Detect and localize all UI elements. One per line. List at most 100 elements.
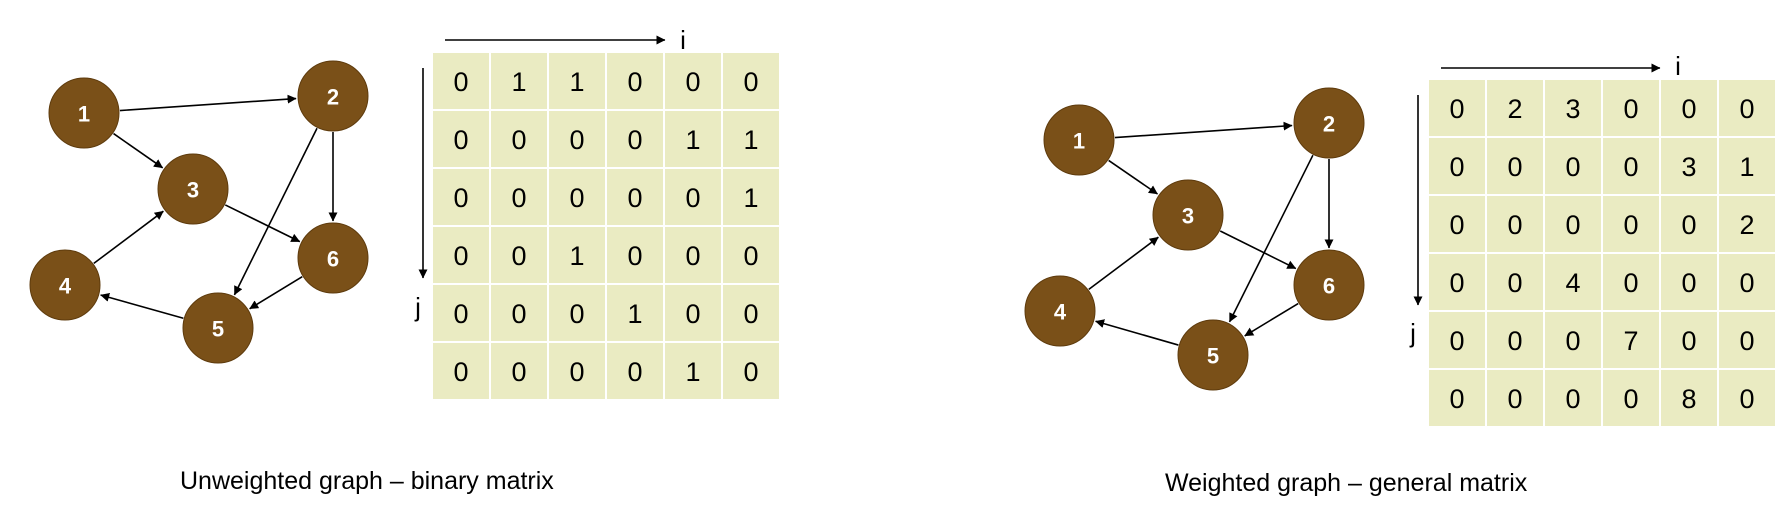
cell-background <box>1485 78 1545 138</box>
cell-value: 1 <box>685 125 700 155</box>
weighted-graph-edges <box>1088 121 1334 346</box>
cell-value: 0 <box>511 299 526 329</box>
cell-background <box>431 341 491 401</box>
weighted-matrix-cell: 0 <box>1601 136 1661 196</box>
cell-value: 0 <box>1739 268 1754 298</box>
cell-value: 0 <box>1623 152 1638 182</box>
unweighted-node-6: 6 <box>297 222 369 294</box>
weighted-matrix-cell: 2 <box>1717 194 1777 254</box>
node-circle <box>1152 179 1224 251</box>
cell-value: 0 <box>743 357 758 387</box>
unweighted-edge-1-to-2 <box>119 94 297 112</box>
unweighted-i-axis-label: i <box>680 25 686 55</box>
cell-background <box>1659 252 1719 312</box>
unweighted-matrix-cell: 1 <box>721 109 781 169</box>
cell-value: 0 <box>1507 384 1522 414</box>
cell-background <box>1543 136 1603 196</box>
weighted-matrix-cell: 0 <box>1717 78 1777 138</box>
cell-value: 0 <box>1681 210 1696 240</box>
weighted-matrix-cell: 0 <box>1427 136 1487 196</box>
node-circle <box>29 249 101 321</box>
unweighted-matrix-cell: 0 <box>605 341 665 401</box>
node-circle <box>1293 87 1365 159</box>
unweighted-edge-6-to-5 <box>249 276 303 310</box>
cell-background <box>1717 136 1777 196</box>
cell-background <box>431 167 491 227</box>
node-circle <box>297 60 369 132</box>
cell-background <box>721 225 781 285</box>
weighted-matrix-cell: 0 <box>1601 78 1661 138</box>
weighted-matrix-cell: 0 <box>1427 194 1487 254</box>
weighted-matrix-cell: 0 <box>1427 252 1487 312</box>
node-label: 2 <box>327 85 339 110</box>
cell-value: 0 <box>1623 210 1638 240</box>
node-circle <box>1293 249 1365 321</box>
cell-background <box>721 51 781 111</box>
unweighted-matrix-cell: 0 <box>431 283 491 343</box>
unweighted-matrix-cell: 0 <box>721 225 781 285</box>
cell-value: 0 <box>1507 268 1522 298</box>
unweighted-matrix-cell: 1 <box>663 109 723 169</box>
unweighted-matrix-cell: 0 <box>547 109 607 169</box>
weighted-matrix-cell: 0 <box>1485 368 1545 428</box>
weighted-node-5: 5 <box>1177 319 1249 391</box>
weighted-matrix-cell: 0 <box>1427 78 1487 138</box>
cell-value: 1 <box>569 67 584 97</box>
cell-value: 8 <box>1681 384 1696 414</box>
cell-value: 0 <box>1623 384 1638 414</box>
cell-value: 1 <box>627 299 642 329</box>
unweighted-matrix-cell: 0 <box>721 283 781 343</box>
unweighted-matrix-cell: 0 <box>721 341 781 401</box>
unweighted-matrix-cell: 0 <box>605 225 665 285</box>
unweighted-matrix-cell: 0 <box>431 51 491 111</box>
unweighted-edge-1-to-3 <box>113 132 164 169</box>
node-circle <box>182 292 254 364</box>
cell-background <box>721 341 781 401</box>
cell-value: 0 <box>743 67 758 97</box>
node-circle <box>1177 319 1249 391</box>
weighted-edge-3-to-6 <box>1219 230 1297 270</box>
weighted-matrix-cell: 0 <box>1659 310 1719 370</box>
unweighted-matrix-cell: 0 <box>489 341 549 401</box>
cell-value: 0 <box>569 183 584 213</box>
weighted-matrix-cell: 0 <box>1659 194 1719 254</box>
unweighted-matrix-cell: 0 <box>547 167 607 227</box>
weighted-matrix-cell: 0 <box>1485 252 1545 312</box>
weighted-edge-5-to-4 <box>1095 319 1179 346</box>
cell-value: 0 <box>569 357 584 387</box>
unweighted-matrix-cell: 0 <box>605 109 665 169</box>
unweighted-node-5: 5 <box>182 292 254 364</box>
cell-background <box>547 167 607 227</box>
unweighted-edge-2-to-5 <box>233 127 318 296</box>
cell-background <box>1543 194 1603 254</box>
weighted-node-4: 4 <box>1024 275 1096 347</box>
weighted-node-2: 2 <box>1293 87 1365 159</box>
cell-background <box>721 167 781 227</box>
unweighted-node-2: 2 <box>297 60 369 132</box>
cell-value: 7 <box>1623 326 1638 356</box>
cell-value: 0 <box>1623 94 1638 124</box>
cell-value: 1 <box>685 357 700 387</box>
node-label: 2 <box>1323 112 1335 137</box>
cell-value: 0 <box>511 183 526 213</box>
cell-background <box>1659 368 1719 428</box>
weighted-matrix-cell: 0 <box>1543 368 1603 428</box>
cell-value: 0 <box>1565 384 1580 414</box>
unweighted-matrix-cell: 1 <box>605 283 665 343</box>
unweighted-matrix-cell: 0 <box>489 225 549 285</box>
cell-background <box>605 51 665 111</box>
weighted-matrix-cell: 0 <box>1543 194 1603 254</box>
cell-value: 2 <box>1507 94 1522 124</box>
cell-background <box>1485 368 1545 428</box>
weighted-matrix-cell: 0 <box>1717 310 1777 370</box>
unweighted-caption: Unweighted graph – binary matrix <box>180 467 554 495</box>
cell-background <box>1427 368 1487 428</box>
node-label: 5 <box>1207 344 1219 369</box>
weighted-matrix-cell: 1 <box>1717 136 1777 196</box>
unweighted-graph-edges <box>93 94 338 320</box>
unweighted-edge-5-to-4 <box>100 292 184 320</box>
weighted-edge-2-to-5 <box>1228 154 1314 323</box>
weighted-matrix-cell: 0 <box>1659 78 1719 138</box>
